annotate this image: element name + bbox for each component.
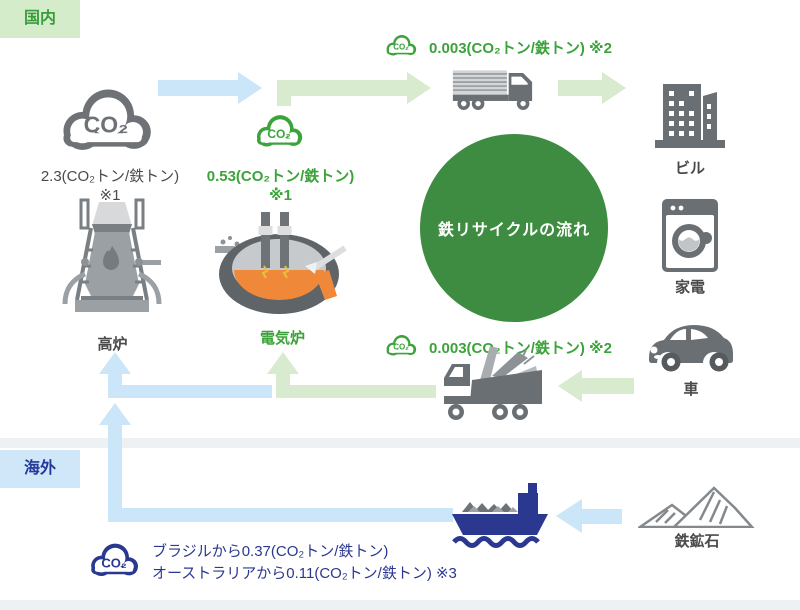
arrow-blast-to-electric-head <box>238 72 262 104</box>
co2-cloud-icon-blast: CO₂ <box>50 80 162 164</box>
arrow-ore-to-ship <box>582 509 622 524</box>
domestic-region-tag: 国内 <box>0 0 80 38</box>
arrow-ship-to-domestic <box>108 425 122 522</box>
building-label: ビル <box>674 160 705 177</box>
co2-label: CO₂ <box>267 126 291 141</box>
co2-label: CO₂ <box>393 342 409 352</box>
iron-ore-label: 鉄鉱石 <box>674 533 720 550</box>
iron-ore-icon <box>638 486 756 528</box>
arrow-truck-to-building-head <box>602 72 626 104</box>
product-transport-emission-value: 0.003(CO₂トン/鉄トン) ※2 <box>429 40 612 57</box>
domestic-overseas-divider <box>0 438 800 448</box>
truck-icon <box>452 62 542 112</box>
car-icon <box>645 314 737 376</box>
building-icon <box>653 82 727 152</box>
center-circle: 鉄リサイクルの流れ <box>420 134 608 322</box>
co2-label: CO₂ <box>393 42 409 52</box>
scrap-truck-icon <box>440 336 546 426</box>
arrow-scrap-to-electric-stub <box>276 372 290 388</box>
arrow-scrap-to-electric-head <box>267 352 299 374</box>
ship-icon <box>450 478 550 550</box>
scrap-transport-emission-value: 0.003(CO₂トン/鉄トン) ※2 <box>429 340 612 357</box>
arrow-truck-to-building <box>558 80 602 96</box>
import-emission-line2: オーストラリアから0.11(CO₂トン/鉄トン) ※3 <box>152 565 457 582</box>
electric-emission-value: 0.53(CO₂トン/鉄トン) <box>206 168 355 185</box>
co2-label: CO₂ <box>83 111 129 138</box>
arrow-scrap-to-blast <box>108 385 272 398</box>
arrow-blast-to-electric <box>158 80 238 96</box>
co2-cloud-icon-import: CO₂ <box>84 538 144 584</box>
blast-emission-value: 2.3(CO₂トン/鉄トン) <box>40 168 180 185</box>
car-label: 車 <box>683 381 699 398</box>
blast-furnace-icon <box>55 198 170 332</box>
arrow-electric-to-truck <box>277 80 407 96</box>
blast-furnace-label: 高炉 <box>97 336 128 353</box>
electric-furnace-icon <box>215 212 350 320</box>
overseas-region-tag: 海外 <box>0 450 80 488</box>
electric-furnace-label: 電気炉 <box>259 330 305 347</box>
arrow-scrap-to-blast-stub <box>108 372 122 388</box>
appliance-label: 家電 <box>674 279 705 296</box>
arrow-scrap-to-electric <box>276 385 436 398</box>
co2-cloud-icon-scrap-transport: CO₂ <box>382 332 420 360</box>
blast-emission-note: ※1 <box>99 187 121 204</box>
import-emission-line1: ブラジルから0.37(CO₂トン/鉄トン) <box>152 543 389 560</box>
washing-machine-icon <box>661 198 719 274</box>
arrow-car-to-scrap <box>582 378 634 394</box>
co2-label: CO₂ <box>101 555 127 571</box>
arrow-scrap-to-blast-head <box>99 352 131 374</box>
arrow-ore-to-ship-head <box>556 499 582 533</box>
electric-emission-note: ※1 <box>269 187 292 204</box>
arrow-ship-to-domestic-head <box>99 403 131 425</box>
co2-cloud-icon-electric: CO₂ <box>250 110 308 154</box>
co2-cloud-icon-product-transport: CO₂ <box>382 32 420 60</box>
bottom-divider <box>0 600 800 610</box>
arrow-car-to-scrap-head <box>558 370 582 402</box>
arrow-electric-to-truck-head <box>407 72 431 104</box>
arrow-ship-leftward <box>108 508 453 522</box>
center-circle-title: 鉄リサイクルの流れ <box>437 222 591 239</box>
